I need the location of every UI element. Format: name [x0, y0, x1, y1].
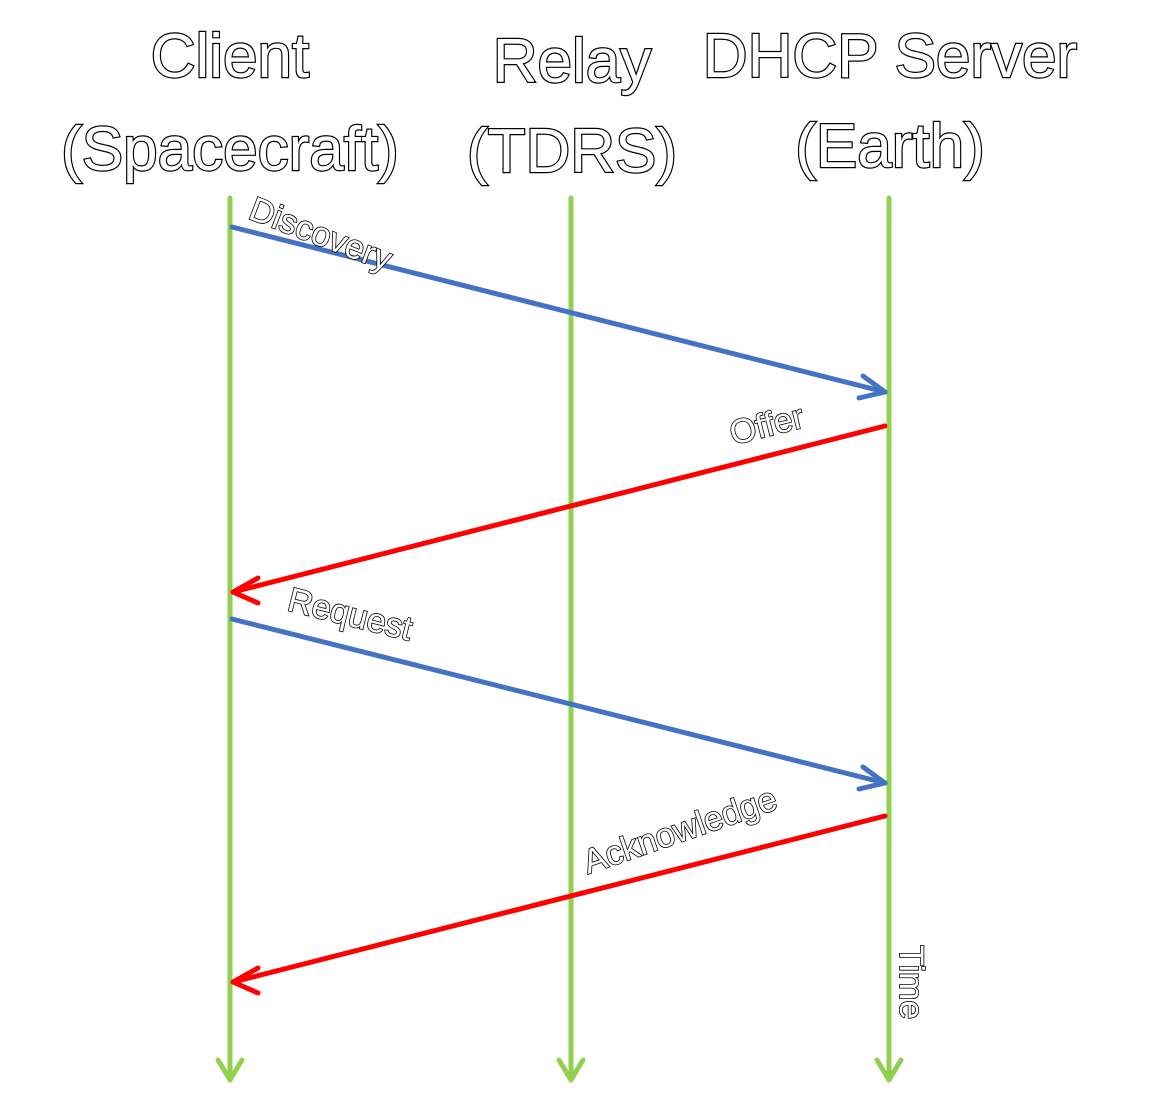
offer-label: Offer — [726, 398, 808, 453]
relay-role: (TDRS) — [467, 117, 677, 186]
client-role: (Spacecraft) — [61, 115, 399, 184]
server-name: DHCP Server — [703, 22, 1077, 91]
client-lifeline-arrowhead — [215, 1057, 245, 1083]
participant-client-header: Client (Spacecraft) — [60, 21, 400, 185]
participant-server-header: DHCP Server (Earth) — [702, 21, 1079, 182]
acknowledge-arrow — [230, 813, 888, 985]
time-axis-label: Time — [892, 945, 930, 1019]
relay-name: Relay — [493, 27, 652, 96]
request-arrow — [229, 616, 888, 786]
client-name: Client — [151, 22, 310, 91]
offer-arrow — [230, 423, 888, 595]
acknowledge-arrowhead — [230, 965, 261, 996]
server-lifeline-arrowhead — [874, 1057, 904, 1083]
request-arrowhead — [856, 764, 888, 792]
relay-lifeline-arrowhead — [556, 1057, 586, 1083]
participant-relay-header: Relay (TDRS) — [466, 26, 678, 187]
discovery-arrow — [229, 224, 888, 395]
discovery-arrowhead — [856, 373, 888, 401]
server-role: (Earth) — [795, 112, 984, 181]
offer-arrowhead — [230, 575, 261, 606]
